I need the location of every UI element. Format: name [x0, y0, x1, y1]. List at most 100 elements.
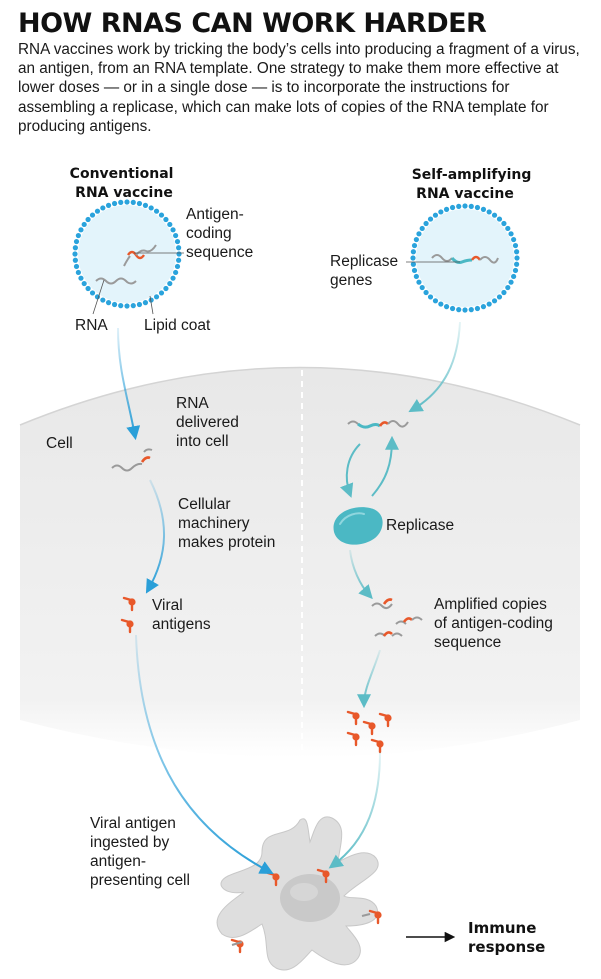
lipid-dot	[449, 204, 456, 211]
lipid-dot	[72, 245, 78, 251]
lipid-dot	[508, 279, 514, 285]
lipid-dot	[100, 205, 106, 211]
lipid-dot	[438, 209, 444, 215]
lipid-dot	[105, 202, 112, 208]
lipid-dot	[501, 289, 507, 296]
arrow-machinery	[145, 479, 166, 594]
lipid-dot	[153, 208, 160, 214]
lipid-dot	[94, 208, 101, 214]
label-cell: Cell	[46, 435, 73, 452]
label-viral-antigens: Viral antigens	[152, 597, 211, 633]
lipid-dot	[78, 227, 84, 233]
lipid-dot	[419, 225, 425, 232]
lipid-dot	[176, 251, 182, 257]
lipid-dot	[124, 199, 130, 205]
lipid-dot	[416, 231, 422, 237]
lipid-dot	[432, 212, 439, 218]
lipid-dot	[167, 221, 173, 228]
lipid-dot	[158, 290, 165, 296]
lipid-dot	[416, 279, 422, 285]
label-ingested: Viral antigen ingested by antigen- prese…	[90, 815, 190, 889]
lipid-dot	[443, 304, 450, 310]
lipid-dot	[118, 199, 124, 205]
lipid-dot	[72, 251, 78, 257]
lipid-dot	[148, 205, 154, 211]
lipid-dot	[514, 261, 520, 267]
lipid-dot	[419, 284, 425, 291]
lipid-dot	[411, 242, 418, 249]
lipid-dot	[432, 298, 439, 304]
arrow-translate-right	[357, 649, 381, 709]
self-amplifying-vaccine-capsule	[410, 203, 520, 313]
lipid-dot	[456, 307, 462, 313]
lipid-dot	[72, 257, 78, 263]
conventional-heading: Conventional RNA vaccine	[70, 166, 179, 201]
conventional-vaccine-capsule	[72, 199, 182, 309]
lipid-dot	[496, 216, 503, 222]
lipid-dot	[100, 297, 106, 303]
lipid-dot	[124, 303, 130, 309]
lipid-dot	[167, 280, 173, 287]
lipid-dot	[81, 280, 87, 287]
lipid-dot	[501, 220, 507, 227]
lipid-dot	[81, 221, 87, 228]
lipid-dot	[480, 206, 487, 212]
label-rna-delivered: RNA delivered into cell	[176, 395, 243, 450]
lipid-dot	[449, 305, 456, 312]
lipid-dot	[111, 301, 118, 308]
lipid-dot	[153, 294, 160, 300]
lipid-dot	[174, 263, 181, 270]
lipid-dot	[170, 275, 176, 281]
lipid-dot	[410, 249, 416, 255]
lipid-dot	[427, 294, 434, 300]
lipid-dot	[508, 231, 514, 237]
arrow-replicase-down	[340, 443, 361, 498]
label-immune-response: Immune response	[468, 919, 545, 956]
lipid-dot	[78, 275, 84, 281]
lipid-dot	[85, 285, 91, 292]
lipid-dot	[511, 236, 517, 243]
label-replicase-genes: Replicase genes	[330, 253, 402, 289]
lipid-dot	[163, 285, 169, 292]
lipid-dot	[456, 203, 462, 209]
lipid-dot	[118, 303, 124, 309]
page-title: HOW RNAS CAN WORK HARDER	[18, 8, 487, 39]
lipid-dot	[173, 269, 179, 276]
lipid-dot	[474, 305, 481, 312]
lipid-dot	[111, 200, 118, 207]
lipid-dot	[410, 255, 416, 261]
lipid-dot	[505, 225, 511, 232]
lipid-dot	[130, 303, 136, 309]
lipid-dot	[443, 206, 450, 212]
lipid-dot	[176, 257, 182, 263]
lipid-dot	[174, 238, 181, 245]
lipid-dot	[158, 212, 165, 218]
lipid-dot	[105, 300, 112, 306]
lipid-dot	[480, 304, 487, 310]
lipid-dot	[148, 297, 154, 303]
lipid-dot	[411, 267, 418, 274]
lipid-dot	[130, 199, 136, 205]
arrow-rna-entry	[117, 327, 141, 441]
self-amplifying-heading: Self-amplifying RNA vaccine	[412, 167, 537, 202]
lipid-dot	[89, 290, 96, 296]
arrow-to-apc-right	[328, 751, 381, 869]
lipid-dot	[85, 216, 91, 223]
label-cellular-machinery: Cellular machinery makes protein	[178, 496, 275, 551]
lipid-dot	[73, 263, 80, 270]
lipid-dot	[462, 203, 468, 209]
lipid-dot	[491, 212, 498, 218]
lipid-dot	[427, 216, 434, 222]
lipid-dot	[423, 289, 429, 296]
label-rna: RNA	[75, 317, 108, 334]
lipid-dot	[142, 300, 149, 306]
lipid-dot	[468, 307, 474, 313]
label-lipid-coat: Lipid coat	[144, 317, 211, 334]
lipid-dot	[89, 212, 96, 218]
arrow-replicase-up	[371, 435, 399, 497]
lipid-dot	[173, 232, 179, 239]
lipid-dot	[496, 294, 503, 300]
lipid-dot	[514, 249, 520, 255]
lipid-dot	[136, 301, 143, 308]
